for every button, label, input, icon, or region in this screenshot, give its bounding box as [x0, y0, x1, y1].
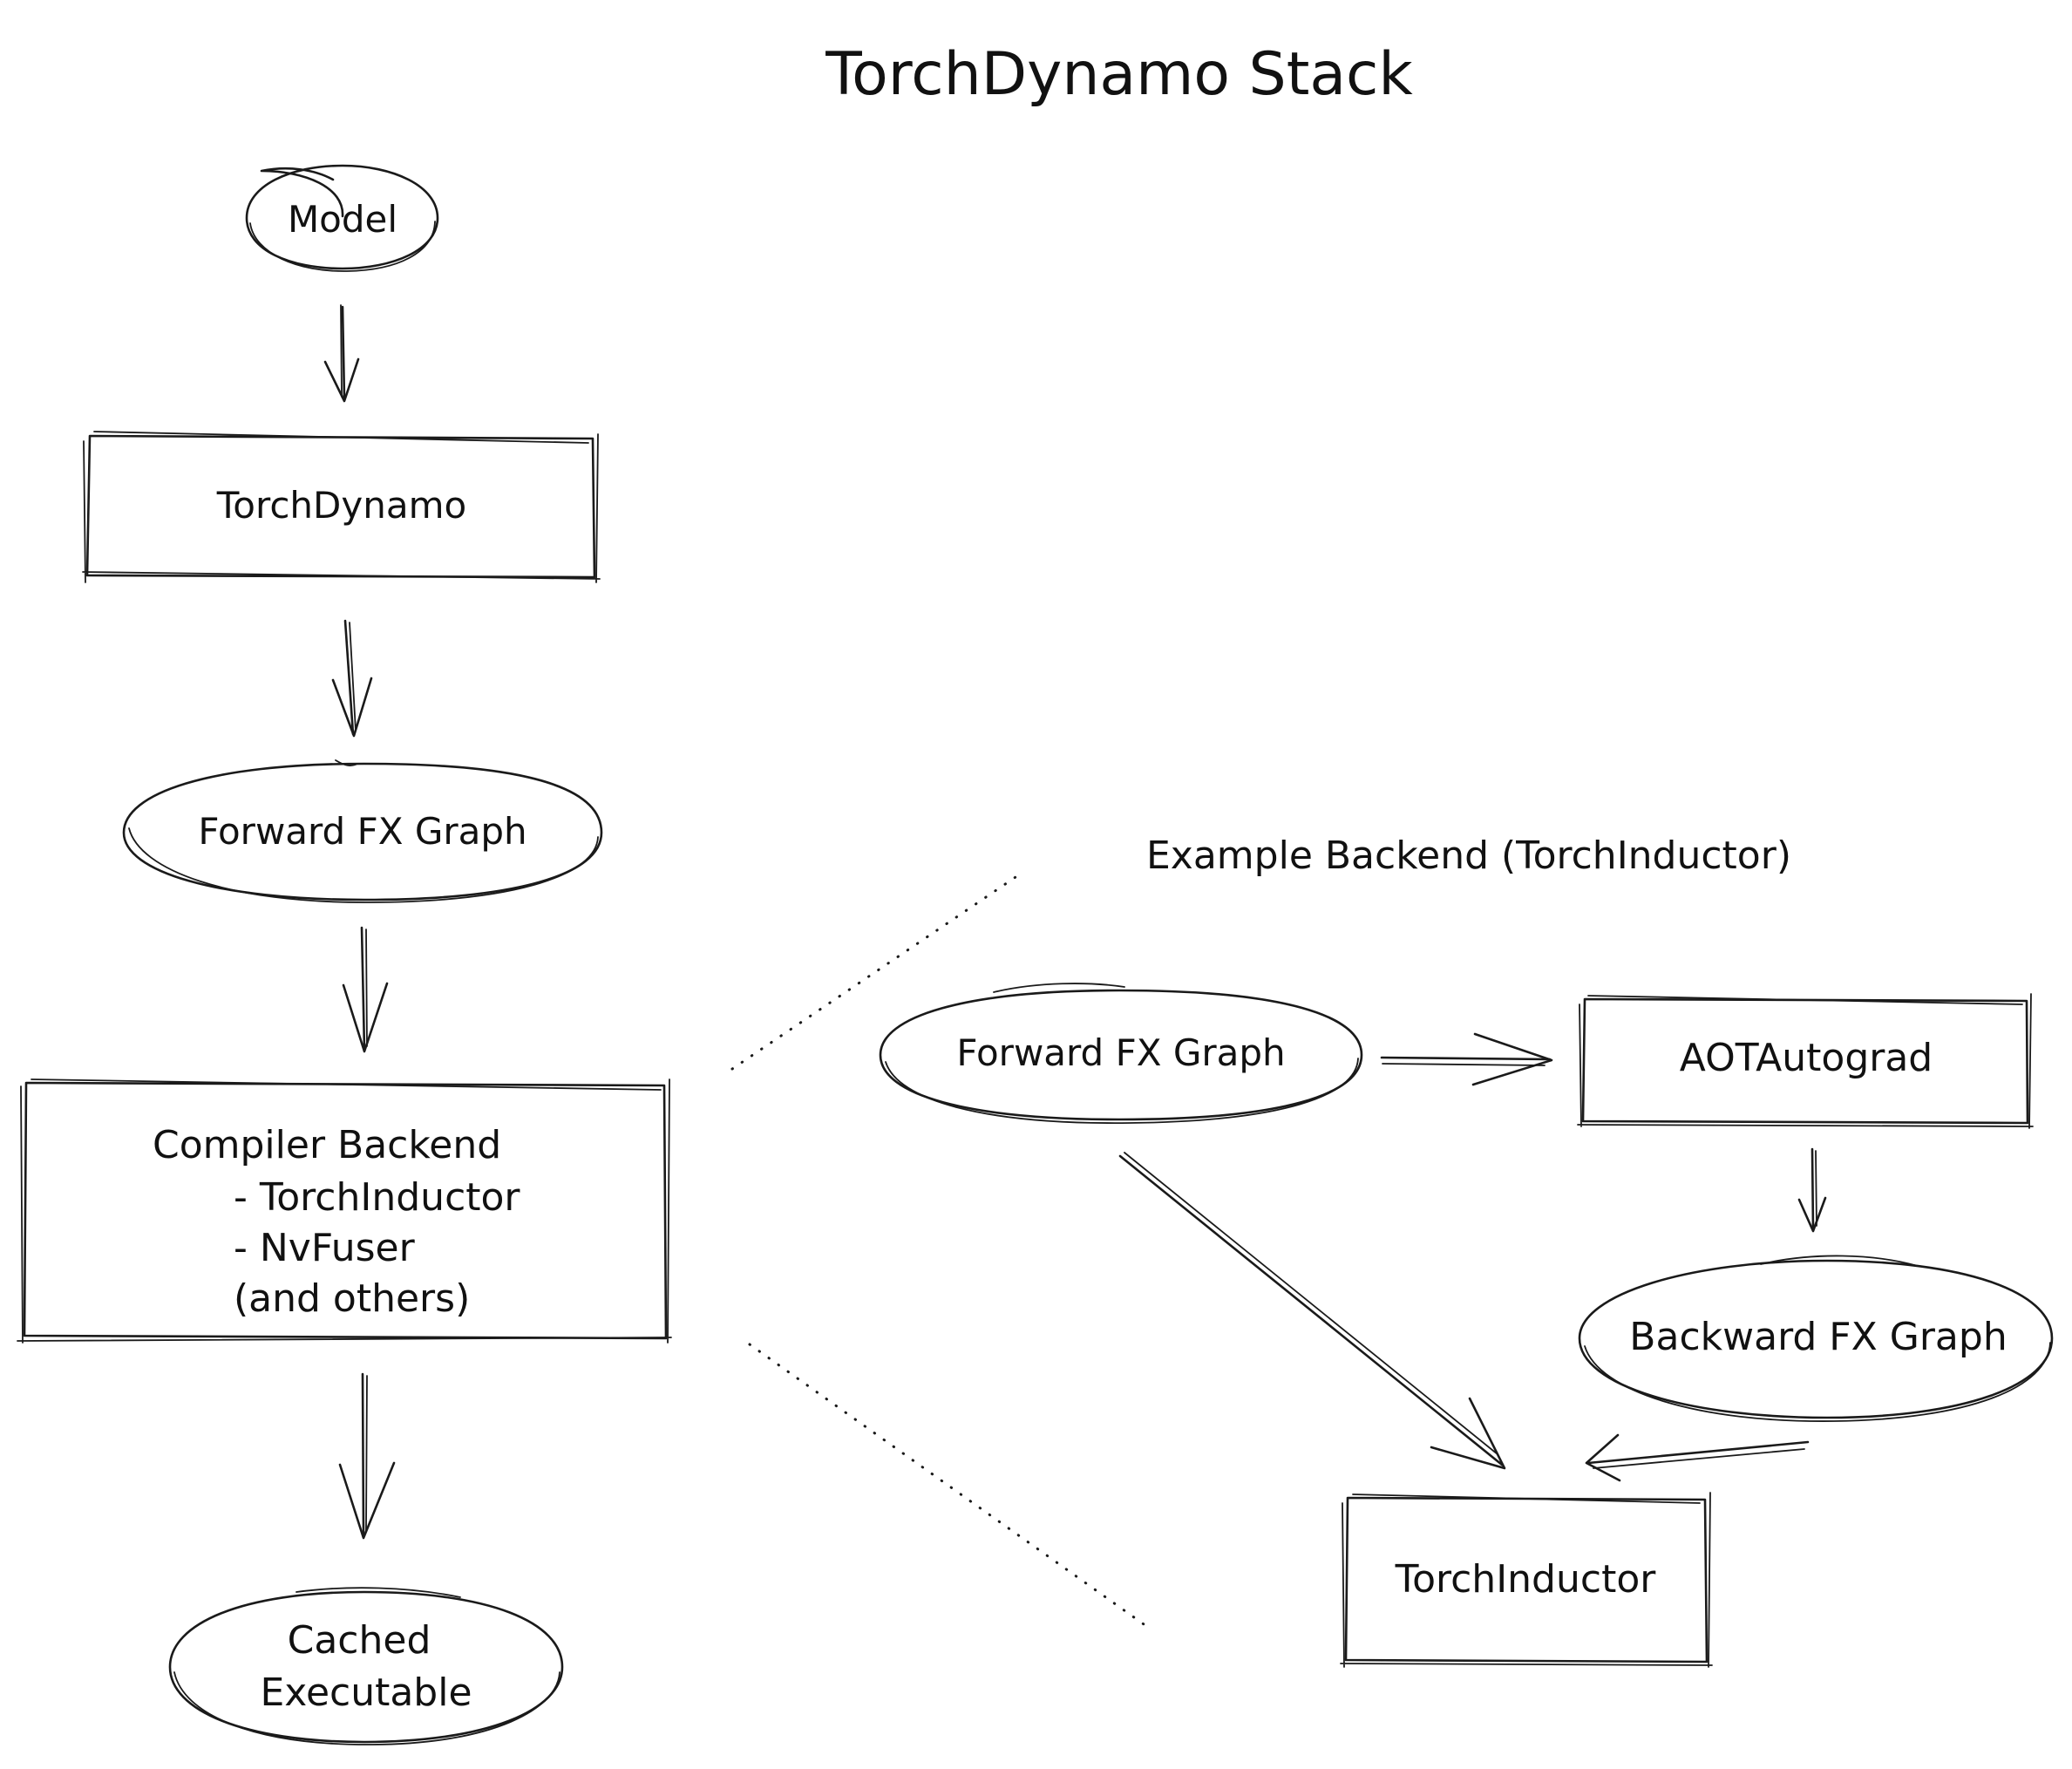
backward-fx-graph-node: Backward FX Graph: [1578, 1255, 2054, 1422]
arrow-aotautograd-to-backward-graph: [1797, 1147, 1827, 1233]
torchinductor-label: TorchInductor: [1395, 1557, 1657, 1602]
forward-fx-graph-node: Forward FX Graph: [122, 759, 603, 903]
compiler-backend-item-nvfuser: - NvFuser: [234, 1226, 416, 1270]
dotted-connector-bottom: [748, 1343, 1154, 1632]
arrow-forward-graph-to-compiler-backend: [342, 926, 389, 1053]
arrow-compiler-backend-to-cached-executable: [338, 1372, 396, 1540]
arrow-model-to-torchdynamo: [323, 304, 360, 403]
diagram-title: TorchDynamo Stack: [825, 40, 1413, 109]
compiler-backend-item-others: (and others): [234, 1276, 470, 1321]
backward-fx-graph-label: Backward FX Graph: [1629, 1315, 2007, 1359]
arrow-torchdynamo-to-forward-graph: [331, 619, 373, 738]
model-node: Model: [245, 164, 439, 272]
arrow-example-forward-to-aotautograd: [1380, 1032, 1553, 1086]
dotted-connector-top: [730, 874, 1020, 1071]
torchdynamo-node: TorchDynamo: [82, 431, 601, 583]
aotautograd-node: AOTAutograd: [1577, 993, 2034, 1129]
forward-fx-graph-label: Forward FX Graph: [198, 810, 526, 853]
example-forward-fx-graph-node: Forward FX Graph: [879, 983, 1363, 1124]
example-forward-fx-graph-label: Forward FX Graph: [956, 1031, 1285, 1074]
cached-executable-line-2: Executable: [260, 1670, 472, 1715]
arrow-example-forward-to-torchinductor: [1118, 1152, 1506, 1470]
model-label: Model: [288, 198, 397, 241]
torchdynamo-label: TorchDynamo: [216, 484, 466, 527]
cached-executable-node: Cached Executable: [168, 1587, 564, 1745]
torchinductor-node: TorchInductor: [1340, 1492, 1713, 1668]
compiler-backend-heading: Compiler Backend: [153, 1123, 501, 1167]
example-backend-caption: Example Backend (TorchInductor): [1146, 833, 1791, 878]
compiler-backend-item-torchinductor: - TorchInductor: [234, 1175, 520, 1220]
arrow-backward-graph-to-torchinductor: [1585, 1433, 1810, 1482]
cached-executable-line-1: Cached: [288, 1618, 431, 1663]
aotautograd-label: AOTAutograd: [1680, 1036, 1933, 1080]
compiler-backend-node: Compiler Backend - TorchInductor - NvFus…: [17, 1078, 672, 1344]
